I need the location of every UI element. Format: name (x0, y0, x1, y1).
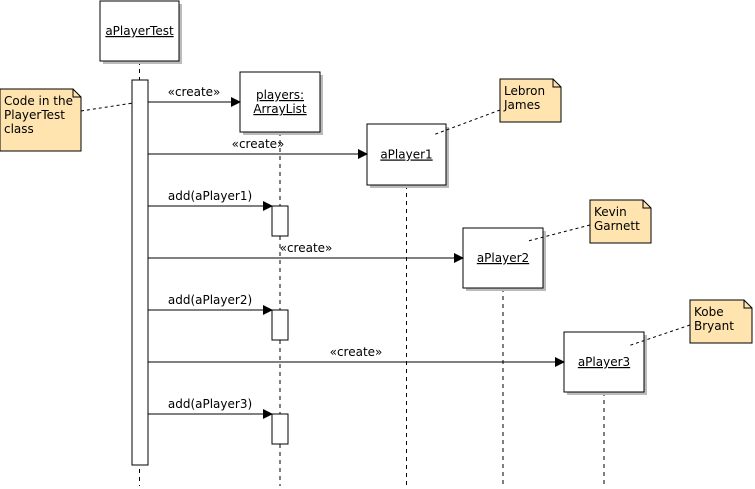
note-connector (527, 224, 591, 242)
note-text: PlayerTest (4, 108, 65, 122)
note-connector (80, 102, 134, 112)
message-label: «create» (232, 137, 285, 151)
note-text: Lebron (504, 84, 545, 98)
note-text: Kobe (694, 305, 724, 319)
note-text: Code in the (4, 94, 73, 108)
note-connector (432, 109, 501, 136)
note-text: James (503, 98, 540, 112)
activation-bar-players (271, 413, 289, 445)
note-fold (552, 79, 561, 88)
participant-label: ArrayList (253, 102, 307, 116)
participant-label: aPlayer1 (380, 148, 432, 162)
message-label: «create» (168, 85, 221, 99)
activation-bar-aPlayerTest (131, 79, 149, 466)
note-text: class (4, 122, 34, 136)
note-fold (642, 200, 651, 209)
note-playertest[interactable] (0, 88, 82, 152)
note-fold (72, 89, 81, 98)
note-text: Bryant (694, 319, 734, 333)
note-kobe[interactable] (689, 299, 753, 344)
participant-box-aPlayerTest[interactable] (99, 0, 180, 62)
participant-label: aPlayer2 (477, 251, 529, 265)
note-kevin[interactable] (589, 199, 652, 244)
message-label: «create» (280, 241, 333, 255)
note-connector (627, 324, 691, 347)
message-label: add(aPlayer2) (168, 293, 252, 307)
participant-box-players[interactable] (239, 71, 321, 133)
message-label: add(aPlayer3) (168, 397, 252, 411)
participant-label: aPlayer3 (578, 355, 630, 369)
note-fold (743, 300, 752, 309)
activation-bar-players (271, 309, 289, 341)
participant-label: players: (256, 88, 304, 102)
message-label: «create» (330, 345, 383, 359)
participant-label: aPlayerTest (105, 24, 174, 38)
note-text: Kevin (594, 205, 627, 219)
message-label: add(aPlayer1) (168, 189, 252, 203)
note-text: Garnett (594, 219, 640, 233)
note-lebron[interactable] (499, 78, 562, 123)
activation-bar-players (271, 205, 289, 237)
